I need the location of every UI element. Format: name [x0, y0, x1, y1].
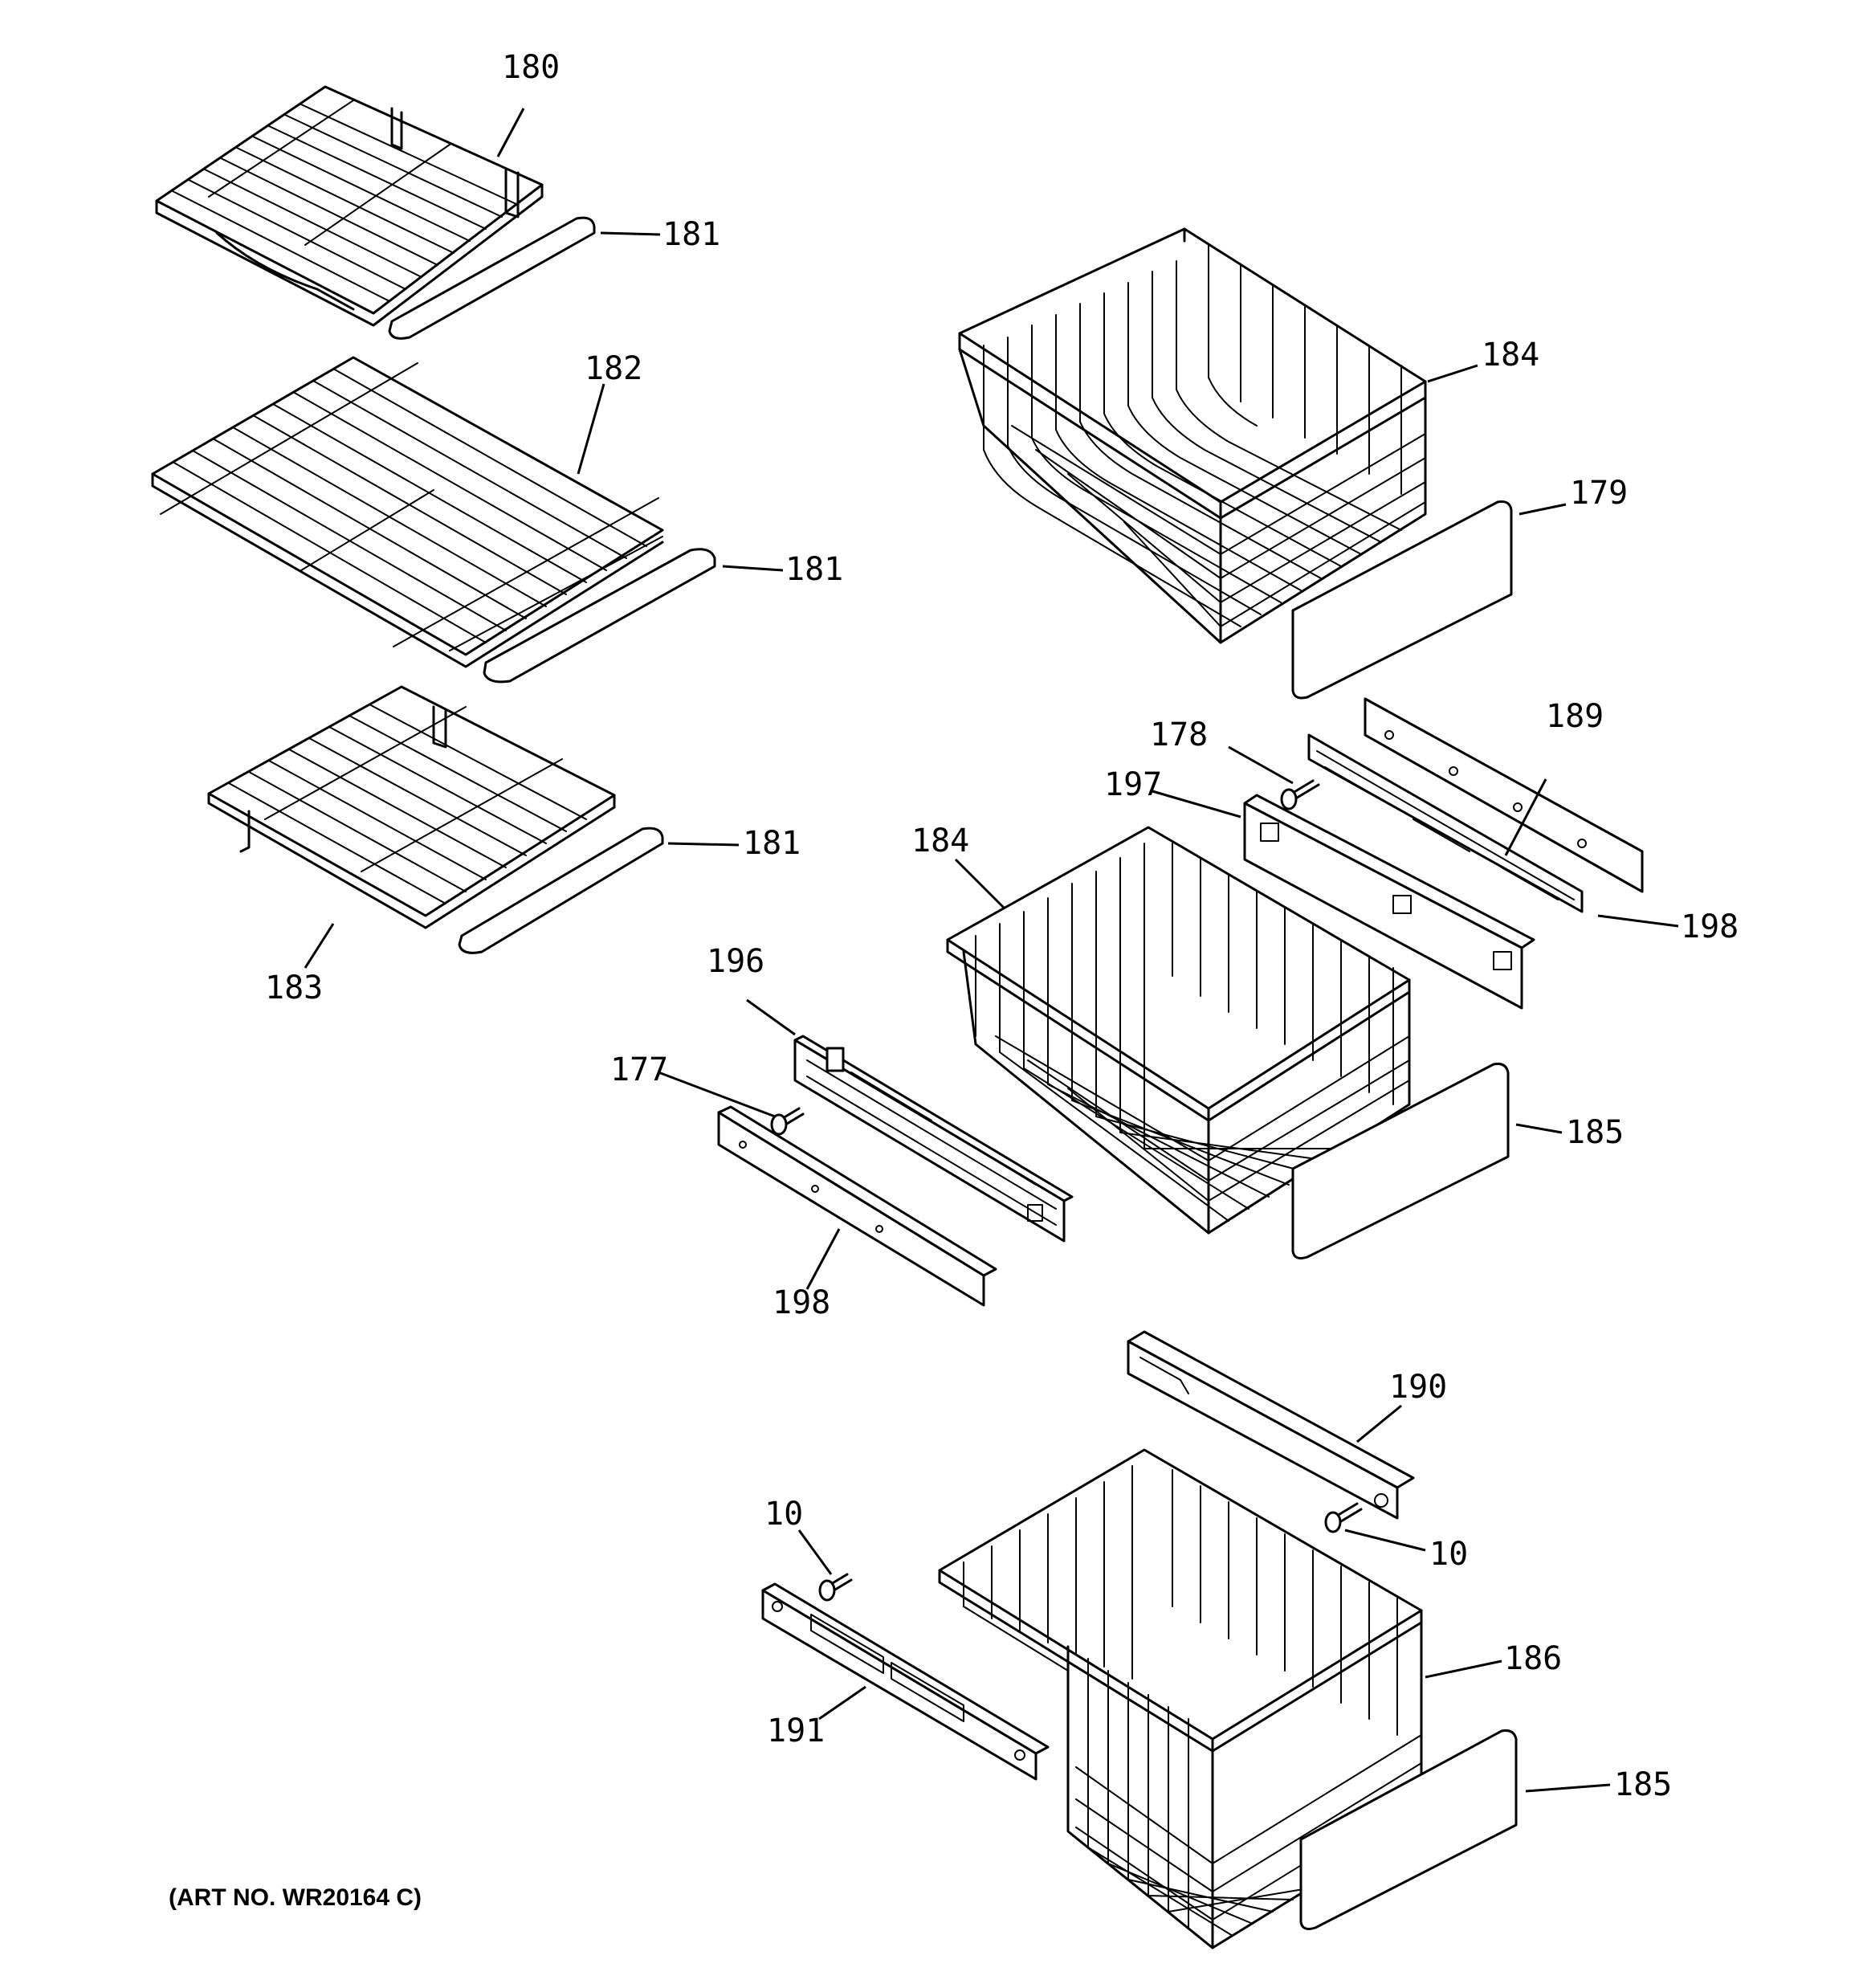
wire-shelf-182 [151, 356, 664, 668]
callout-183: 183 [265, 970, 323, 1006]
wire-shelf-180 [155, 85, 544, 327]
rail-plate-189 [1364, 697, 1644, 893]
callout-178: 178 [1150, 716, 1208, 753]
callout-197: 197 [1104, 766, 1162, 803]
slide-rail-198a [1307, 733, 1584, 913]
callout-191: 191 [767, 1712, 825, 1749]
callout-196: 196 [707, 943, 764, 980]
shelf-trim-181a [388, 216, 596, 340]
rail-190 [1127, 1330, 1415, 1520]
screw-178 [1280, 779, 1320, 810]
callout-182: 182 [585, 350, 642, 387]
slide-assembly-196 [793, 1035, 1074, 1243]
callout-181: 181 [785, 551, 843, 588]
callout-181: 181 [743, 825, 801, 862]
callout-184: 184 [1482, 337, 1539, 374]
callout-185: 185 [1614, 1766, 1672, 1803]
screw-10-right [1324, 1502, 1363, 1533]
callout-190: 190 [1389, 1369, 1447, 1406]
basket-front-179 [1291, 500, 1513, 700]
shelf-trim-181c [458, 827, 664, 954]
callout-198: 198 [1681, 908, 1739, 945]
callout-185: 185 [1566, 1114, 1624, 1151]
leader-lines [304, 108, 1679, 1793]
screw-177 [770, 1107, 805, 1136]
callout-180: 180 [502, 49, 560, 86]
callout-179: 179 [1570, 475, 1628, 512]
basket-front-185b [1299, 1729, 1518, 1930]
art-number: (ART NO. WR20164 C) [169, 1884, 422, 1911]
basket-front-185a [1291, 1063, 1510, 1259]
front-rail-191 [761, 1582, 1050, 1781]
bracket-197 [1243, 794, 1535, 1010]
callout-177: 177 [610, 1051, 668, 1088]
callout-10: 10 [1429, 1536, 1468, 1573]
callout-198: 198 [773, 1284, 830, 1321]
callout-labels: 180 181 182 181 183 181 184 179 178 189 … [265, 49, 1739, 1803]
screw-10-left [818, 1573, 853, 1602]
wire-basket-184a [958, 227, 1427, 644]
callout-189: 189 [1546, 698, 1604, 735]
shelf-trim-181b [483, 548, 716, 684]
wire-shelf-183 [207, 685, 616, 929]
callout-10: 10 [764, 1496, 803, 1533]
callout-181: 181 [662, 216, 720, 253]
callout-186: 186 [1504, 1640, 1562, 1677]
slide-rail-198b [717, 1105, 997, 1307]
callout-184: 184 [911, 823, 969, 859]
